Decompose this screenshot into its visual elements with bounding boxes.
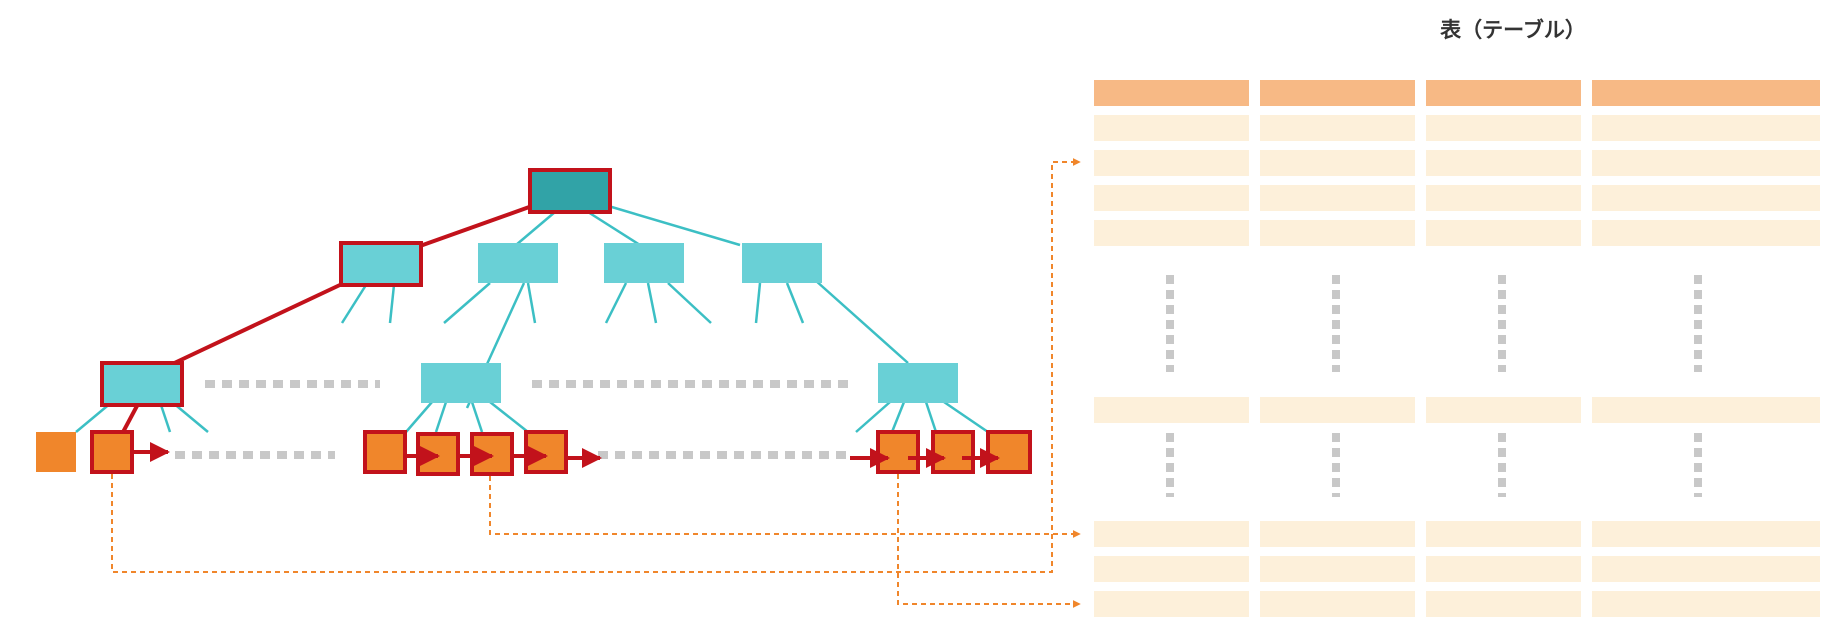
- tree-edge: [814, 279, 909, 364]
- table-header-cell: [1592, 80, 1820, 106]
- tree-edges: [75, 203, 989, 434]
- tree-edge: [489, 401, 529, 433]
- branch-node: [100, 361, 184, 407]
- table-cell: [1592, 115, 1820, 141]
- tree-edge: [785, 282, 805, 324]
- leaf-node: [90, 430, 134, 474]
- tree-edge: [470, 401, 484, 433]
- table-cell: [1592, 150, 1820, 176]
- branch-node: [421, 363, 501, 403]
- table-cell: [1426, 397, 1581, 423]
- table-cell: [1426, 185, 1581, 211]
- table-cell: [1094, 220, 1249, 246]
- branch-node: [878, 363, 958, 403]
- leaf-node: [363, 430, 407, 474]
- table-cell: [1094, 115, 1249, 141]
- table-cell: [1592, 556, 1820, 582]
- tree-edge: [405, 401, 433, 433]
- search-path: [120, 204, 533, 435]
- table-cell: [1260, 150, 1415, 176]
- table-cell: [1260, 521, 1415, 547]
- tree-ellipsis: [175, 380, 852, 459]
- table-cell: [1094, 556, 1249, 582]
- branch-node: [339, 241, 423, 287]
- table-cell: [1426, 220, 1581, 246]
- branch-node: [478, 243, 558, 283]
- table-cell: [1592, 220, 1820, 246]
- table: [1094, 80, 1820, 617]
- table-cell: [1426, 115, 1581, 141]
- leaf-node: [524, 430, 568, 474]
- tree-edge: [443, 282, 491, 324]
- leaf-links: [132, 442, 1000, 468]
- tree-edge: [434, 401, 448, 433]
- table-cell: [1592, 521, 1820, 547]
- table-header-cell: [1094, 80, 1249, 106]
- table-cell: [1592, 397, 1820, 423]
- table-cell: [1426, 521, 1581, 547]
- table-cell: [1094, 150, 1249, 176]
- tree-edge: [890, 401, 906, 433]
- row-pointer: [897, 474, 1081, 608]
- table-cell: [1260, 185, 1415, 211]
- table-cell: [1426, 591, 1581, 617]
- table-cell: [1260, 556, 1415, 582]
- table-title: 表（テーブル）: [1440, 18, 1586, 42]
- search-path-edge: [419, 204, 533, 248]
- table-cell: [1260, 591, 1415, 617]
- search-path-edge: [120, 403, 140, 435]
- leaf-node: [986, 430, 1032, 474]
- leaf-node: [931, 430, 975, 474]
- tree-edge: [388, 284, 396, 324]
- tree-edge: [924, 401, 938, 433]
- tree-edge: [515, 211, 556, 246]
- table-cell: [1260, 115, 1415, 141]
- leaf-node: [876, 430, 920, 474]
- tree-edge: [604, 203, 741, 247]
- tree-edge: [646, 282, 658, 324]
- leaf-nodes: [36, 430, 1032, 476]
- tree-edge: [526, 282, 537, 324]
- tree-edge: [587, 210, 641, 247]
- table-cell: [1592, 185, 1820, 211]
- table-cell: [1260, 397, 1415, 423]
- table-cell: [1426, 556, 1581, 582]
- branch-node: [604, 243, 684, 283]
- tree-edge: [340, 284, 368, 324]
- tree-nodes: [100, 168, 958, 407]
- table-cell: [1592, 591, 1820, 617]
- row-pointer: [489, 476, 1081, 538]
- branch-node: [742, 243, 822, 283]
- table-cell: [1426, 150, 1581, 176]
- table-cell: [1094, 521, 1249, 547]
- tree-edge: [754, 282, 762, 324]
- tree-edge: [943, 400, 989, 434]
- table-cell: [1094, 397, 1249, 423]
- table-cell: [1094, 185, 1249, 211]
- tree-edge: [855, 401, 891, 433]
- root-node: [528, 168, 612, 214]
- leaf-node: [36, 432, 76, 472]
- table-header-cell: [1260, 80, 1415, 106]
- table-cell: [1094, 591, 1249, 617]
- tree-edge: [667, 282, 712, 324]
- row-pointers: [111, 158, 1081, 608]
- search-path-edge: [167, 282, 343, 368]
- tree-edge: [604, 282, 628, 324]
- row-pointer: [111, 158, 1081, 573]
- table-cell: [1260, 220, 1415, 246]
- table-header-cell: [1426, 80, 1581, 106]
